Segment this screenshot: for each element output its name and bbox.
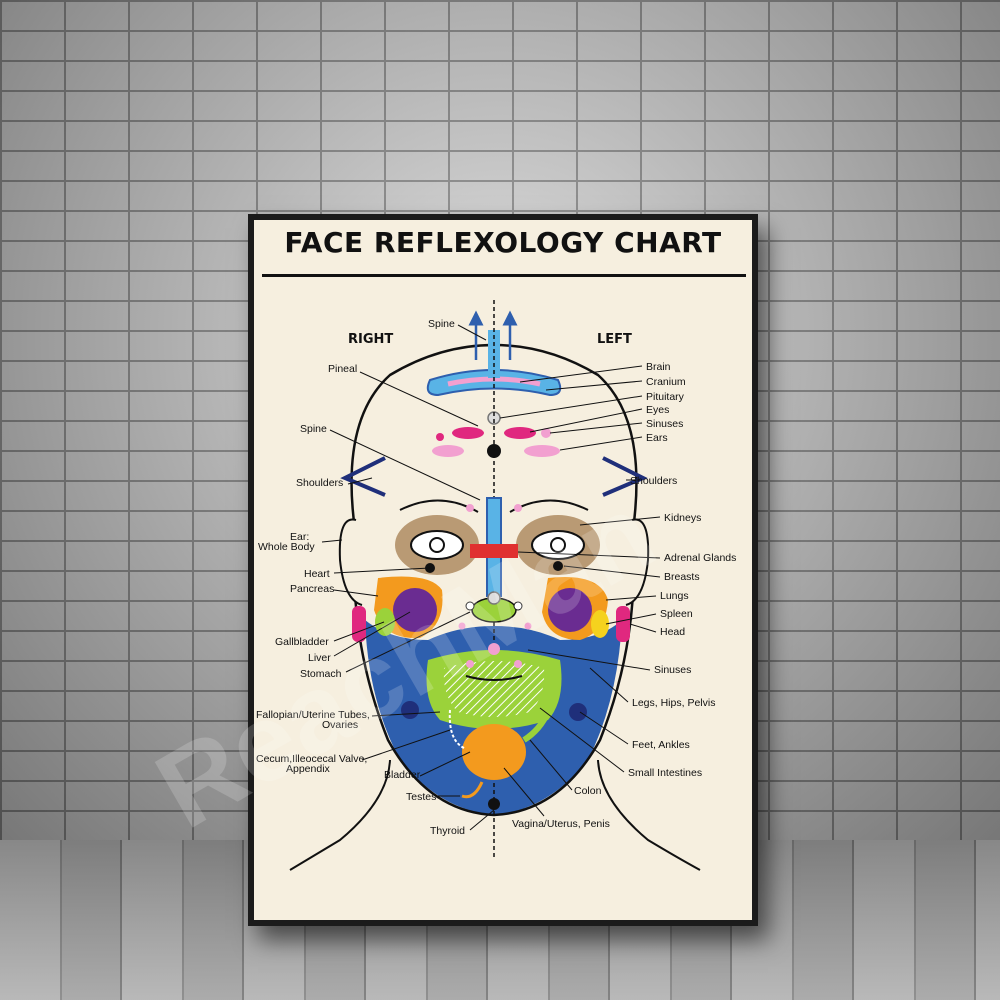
bladder-zone <box>462 724 526 780</box>
label-ear-line2: Whole Body <box>258 541 315 553</box>
colon-zone <box>522 710 551 743</box>
label-spine-top: Spine <box>428 318 455 330</box>
sinus-dot-right <box>436 433 444 441</box>
label-sinuses-low: Sinuses <box>654 664 691 676</box>
label-pituitary: Pituitary <box>646 391 685 403</box>
spleen-yellow-zone <box>591 610 609 638</box>
head-zone-left <box>616 606 630 642</box>
nose-tip <box>487 591 501 605</box>
nostril-right <box>465 601 475 611</box>
testes-arrow <box>461 781 484 799</box>
label-brain: Brain <box>646 361 671 373</box>
label-stomach: Stomach <box>300 668 342 680</box>
sinus-nose-right <box>458 622 466 630</box>
right-ear <box>338 518 363 606</box>
ears-zone-right <box>432 445 464 457</box>
label-spleen: Spleen <box>660 608 693 620</box>
watermark-text: ReachMan <box>137 470 675 852</box>
neck-outline-right <box>289 759 391 871</box>
face-diagram: RIGHT LEFT <box>256 300 736 871</box>
neck-outline-left <box>597 759 701 871</box>
leader-lines <box>321 324 661 831</box>
label-heart: Heart <box>304 568 330 580</box>
ears-zone-left <box>524 445 560 457</box>
right-side-label: RIGHT <box>348 332 393 347</box>
label-pancreas: Pancreas <box>290 583 334 595</box>
label-bladder: Bladder <box>384 769 421 781</box>
left-pupil <box>550 537 566 553</box>
hip-dot-left <box>569 703 587 721</box>
shoulder-dot-right <box>466 504 474 512</box>
label-cecum-line1: Cecum,Illeocecal Valve, <box>256 753 367 765</box>
label-head: Head <box>660 626 685 638</box>
sinus-nose-left <box>524 622 532 630</box>
label-small-intestines: Small Intestines <box>628 767 702 779</box>
label-breasts: Breasts <box>664 571 700 583</box>
label-colon: Colon <box>574 785 602 797</box>
eyes-zone-left <box>504 427 536 439</box>
chart-title: FACE REFLEXOLOGY CHART <box>284 226 722 259</box>
label-adrenal: Adrenal Glands <box>664 552 736 564</box>
label-spine: Spine <box>300 423 327 435</box>
label-eyes: Eyes <box>646 404 669 416</box>
label-thyroid: Thyroid <box>430 825 465 837</box>
left-side-label: LEFT <box>597 332 632 347</box>
label-ear-line1: Ear: <box>290 531 309 543</box>
label-fallopian-line1: Fallopian/Uterine Tubes, <box>256 709 370 721</box>
right-pupil <box>429 537 445 553</box>
label-vagina: Vagina/Uterus, Penis <box>512 818 610 830</box>
shoulders-chevron-right <box>340 456 386 497</box>
label-cranium: Cranium <box>646 376 686 388</box>
label-gallbladder: Gallbladder <box>275 636 329 648</box>
label-ears: Ears <box>646 432 668 444</box>
label-lungs: Lungs <box>660 590 689 602</box>
label-feet: Feet, Ankles <box>632 739 690 751</box>
upper-lip-dot <box>488 643 500 655</box>
label-pineal: Pineal <box>328 363 357 375</box>
sinus-dot-left <box>541 428 551 438</box>
shoulder-dot-left <box>514 504 522 512</box>
shoulders-chevron-left <box>602 456 648 497</box>
small-intestines-zone <box>443 661 545 717</box>
label-shoulders-right: Shoulders <box>296 477 343 489</box>
label-liver: Liver <box>308 652 331 664</box>
nostril-left <box>513 601 523 611</box>
label-sinuses-top: Sinuses <box>646 418 683 430</box>
title-underline <box>262 274 746 277</box>
mouth-dot-left <box>514 660 522 668</box>
label-shoulders-left: Shoulders <box>630 475 677 487</box>
label-fallopian-line2: Ovaries <box>322 719 358 731</box>
adrenal-zone <box>470 544 518 558</box>
mouth-line <box>465 675 523 681</box>
label-cecum-line2: Appendix <box>286 763 331 775</box>
spine-top-zone <box>488 330 500 378</box>
brain-cranium-zone <box>426 369 562 397</box>
label-kidneys: Kidneys <box>664 512 701 524</box>
gallbladder-zone <box>393 588 437 632</box>
left-ear <box>625 518 650 606</box>
label-legs: Legs, Hips, Pelvis <box>632 697 715 709</box>
mouth-dot-right <box>466 660 474 668</box>
spleen-zone <box>548 588 592 632</box>
thyroid-dot <box>488 798 500 810</box>
label-testes: Testes <box>406 791 436 803</box>
breast-dot <box>553 561 563 571</box>
pineal-eyes-zone-right <box>452 427 484 439</box>
